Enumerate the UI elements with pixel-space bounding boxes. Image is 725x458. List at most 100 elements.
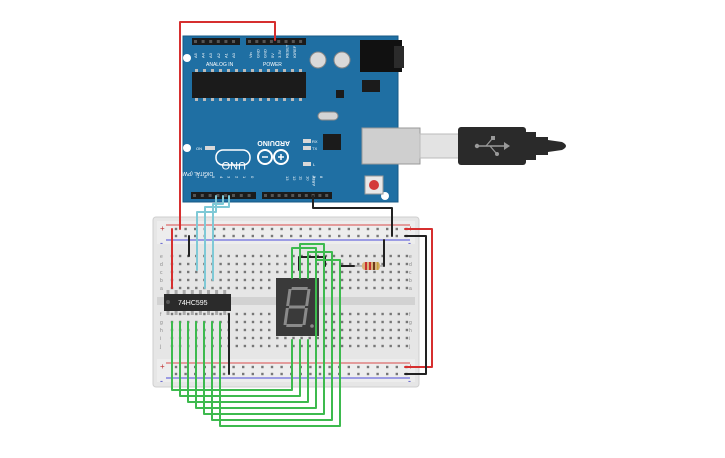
breadboard-hole[interactable]	[381, 336, 384, 340]
breadboard-hole[interactable]	[284, 336, 287, 340]
header-pin[interactable]	[269, 40, 273, 43]
breadboard-hole[interactable]	[195, 312, 198, 316]
rail-hole[interactable]	[213, 234, 216, 238]
breadboard-hole[interactable]	[259, 328, 263, 332]
rail-hole[interactable]	[270, 372, 274, 376]
breadboard-hole[interactable]	[373, 336, 376, 340]
breadboard-hole[interactable]	[324, 344, 328, 348]
rail-hole[interactable]	[309, 365, 312, 369]
breadboard-hole[interactable]	[187, 312, 190, 316]
breadboard-hole[interactable]	[219, 254, 222, 258]
rail-hole[interactable]	[280, 372, 283, 376]
rail-hole[interactable]	[232, 227, 235, 231]
rail-hole[interactable]	[386, 234, 389, 238]
breadboard-hole[interactable]	[397, 262, 400, 266]
header-pin[interactable]	[224, 194, 228, 197]
breadboard-hole[interactable]	[178, 286, 182, 290]
breadboard-hole[interactable]	[365, 278, 368, 282]
breadboard-hole[interactable]	[373, 270, 376, 274]
rail-hole[interactable]	[328, 227, 331, 231]
breadboard-hole[interactable]	[397, 328, 400, 332]
breadboard-hole[interactable]	[211, 312, 214, 316]
breadboard-hole[interactable]	[365, 328, 368, 332]
breadboard-hole[interactable]	[251, 262, 255, 266]
breadboard-hole[interactable]	[389, 312, 392, 316]
breadboard-hole[interactable]	[373, 286, 376, 290]
breadboard-hole[interactable]	[195, 270, 198, 274]
rail-hole[interactable]	[213, 227, 216, 231]
rail-hole[interactable]	[242, 372, 245, 376]
breadboard-hole[interactable]	[365, 254, 368, 258]
wire-segment-a[interactable]	[171, 321, 293, 391]
breadboard-hole[interactable]	[324, 254, 328, 258]
seven-segment-display[interactable]	[276, 278, 319, 336]
breadboard-hole[interactable]	[251, 278, 255, 282]
breadboard-hole[interactable]	[373, 320, 376, 324]
breadboard-hole[interactable]	[292, 262, 295, 266]
breadboard-hole[interactable]	[235, 254, 238, 258]
header-pin[interactable]	[201, 40, 205, 43]
breadboard-hole[interactable]	[332, 270, 336, 274]
breadboard-hole[interactable]	[268, 320, 271, 324]
rail-hole[interactable]	[184, 365, 187, 369]
rail-hole[interactable]	[366, 372, 370, 376]
breadboard-hole[interactable]	[251, 286, 255, 290]
breadboard-hole[interactable]	[332, 262, 336, 266]
breadboard-hole[interactable]	[397, 278, 400, 282]
breadboard-hole[interactable]	[251, 254, 255, 258]
rail-hole[interactable]	[242, 365, 245, 369]
shift-register-chip[interactable]: 74HC595	[164, 290, 231, 315]
wire-segment-e[interactable]	[203, 243, 325, 415]
breadboard-hole[interactable]	[389, 320, 392, 324]
breadboard-hole[interactable]	[381, 254, 384, 258]
rail-hole[interactable]	[347, 372, 350, 376]
breadboard-hole[interactable]	[243, 312, 247, 316]
breadboard-hole[interactable]	[357, 328, 360, 332]
breadboard-hole[interactable]	[373, 278, 376, 282]
breadboard-hole[interactable]	[259, 278, 263, 282]
breadboard-hole[interactable]	[316, 262, 319, 266]
rail-hole[interactable]	[270, 234, 274, 238]
rail-hole[interactable]	[184, 234, 187, 238]
breadboard-hole[interactable]	[235, 312, 238, 316]
breadboard-hole[interactable]	[308, 336, 311, 340]
header-pin[interactable]	[224, 40, 228, 43]
breadboard-hole[interactable]	[357, 336, 360, 340]
breadboard-hole[interactable]	[243, 320, 247, 324]
rail-hole[interactable]	[357, 227, 360, 231]
header-pin[interactable]	[193, 194, 196, 197]
breadboard-hole[interactable]	[405, 336, 409, 340]
rail-hole[interactable]	[395, 227, 398, 231]
breadboard-hole[interactable]	[332, 336, 336, 340]
rail-hole[interactable]	[338, 227, 341, 231]
rail-hole[interactable]	[174, 227, 178, 231]
breadboard-hole[interactable]	[340, 336, 344, 340]
rail-hole[interactable]	[242, 227, 245, 231]
header-pin[interactable]	[255, 40, 259, 43]
breadboard-hole[interactable]	[365, 320, 368, 324]
rail-hole[interactable]	[174, 372, 178, 376]
breadboard-hole[interactable]	[178, 278, 182, 282]
rail-hole[interactable]	[232, 372, 235, 376]
breadboard-hole[interactable]	[381, 270, 384, 274]
rail-hole[interactable]	[174, 365, 178, 369]
breadboard-hole[interactable]	[178, 312, 182, 316]
rail-hole[interactable]	[251, 234, 254, 238]
breadboard-hole[interactable]	[251, 336, 255, 340]
breadboard-hole[interactable]	[259, 270, 263, 274]
breadboard-hole[interactable]	[300, 270, 303, 274]
header-pin[interactable]	[270, 194, 274, 197]
reset-button-cap[interactable]	[369, 180, 379, 190]
breadboard-hole[interactable]	[405, 312, 409, 316]
header-pin[interactable]	[325, 194, 329, 197]
breadboard-hole[interactable]	[357, 270, 360, 274]
breadboard-hole[interactable]	[389, 270, 392, 274]
rail-hole[interactable]	[347, 234, 350, 238]
breadboard-hole[interactable]	[292, 254, 295, 258]
breadboard-hole[interactable]	[340, 320, 344, 324]
breadboard-hole[interactable]	[235, 262, 238, 266]
usb-cable[interactable]	[419, 127, 566, 165]
breadboard-hole[interactable]	[316, 336, 319, 340]
breadboard-hole[interactable]	[268, 262, 271, 266]
breadboard-hole[interactable]	[324, 270, 328, 274]
